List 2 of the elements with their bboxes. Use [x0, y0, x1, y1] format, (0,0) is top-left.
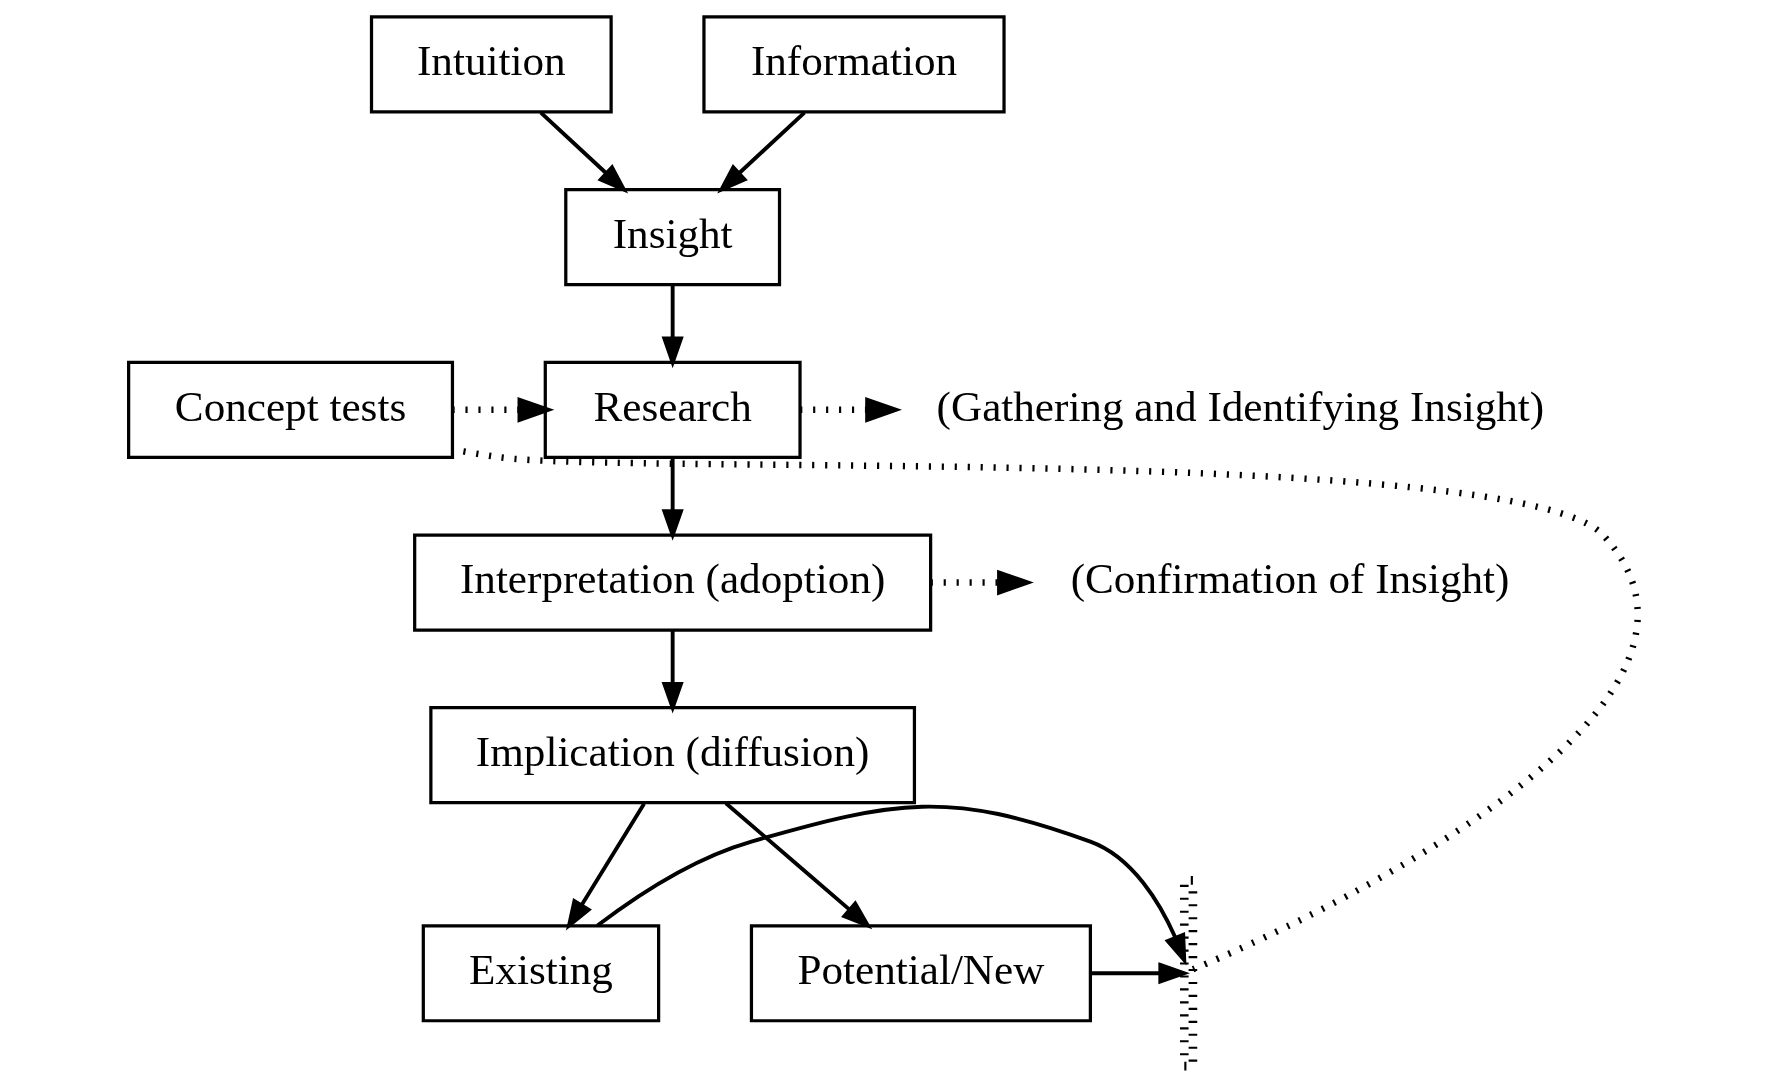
node-text: (Gathering and Identifying Insight)	[936, 382, 1544, 430]
node-text: (Confirmation of Insight)	[1070, 555, 1509, 603]
